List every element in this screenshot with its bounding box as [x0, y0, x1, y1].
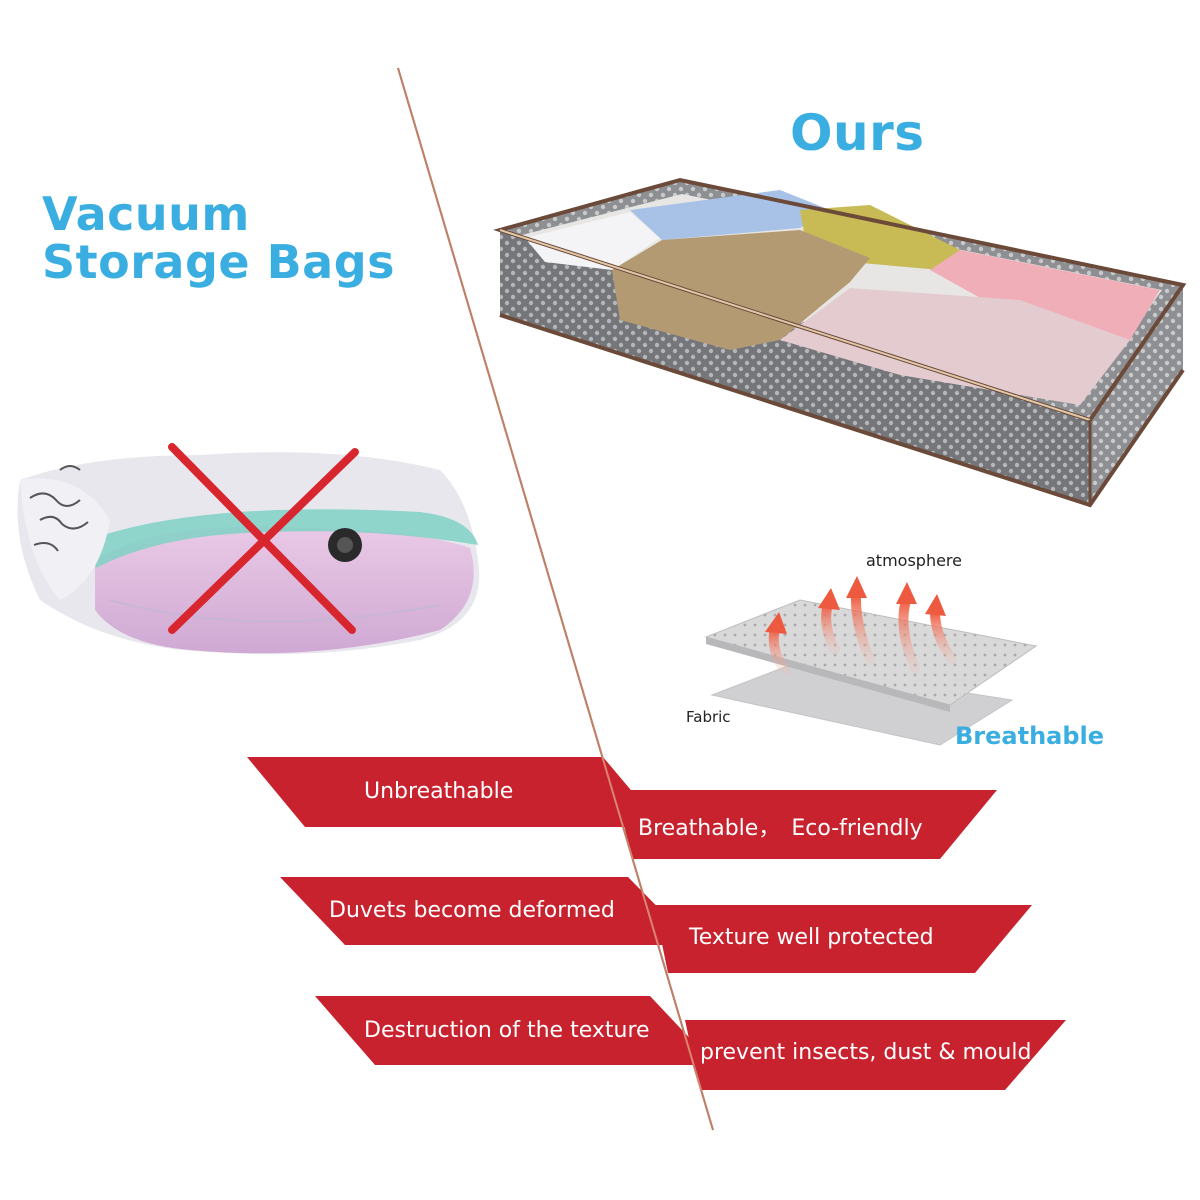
clothes-tan: [612, 230, 870, 350]
banner-left-1-text: Unbreathable: [364, 779, 514, 804]
banner-right-1-text: Breathable， Eco-friendly: [638, 816, 923, 841]
clothes-pink: [930, 250, 1160, 340]
vacuum-bag-image: [17, 443, 480, 655]
feature-banners: [247, 757, 1066, 1090]
vacuum-bags-title: Vacuum Storage Bags: [42, 190, 395, 286]
banner-right-1: [616, 790, 997, 859]
banner-right-3: [685, 1020, 1066, 1090]
banner-left-2: [280, 877, 695, 945]
storage-box-image: [493, 177, 1187, 508]
fabric-label: Fabric: [686, 708, 731, 726]
vacuum-title-line2: Storage Bags: [42, 235, 395, 289]
clothes-light-pink: [780, 288, 1130, 405]
banner-left-3-text: Destruction of the texture: [364, 1018, 650, 1043]
banner-right-3-text: prevent insects, dust & mould: [700, 1040, 1032, 1065]
banner-right-2: [654, 905, 1032, 973]
vacuum-title-line1: Vacuum: [42, 187, 250, 241]
breathable-diagram: [704, 576, 1038, 746]
clothes-white: [525, 212, 660, 270]
atmosphere-label: atmosphere: [866, 551, 962, 570]
banner-left-1: [247, 757, 662, 827]
banner-left-2-text: Duvets become deformed: [329, 898, 615, 923]
banner-left-3: [315, 996, 715, 1065]
ours-title: Ours: [790, 104, 925, 162]
breathable-caption: Breathable: [955, 722, 1105, 750]
banner-right-2-text: Texture well protected: [689, 925, 934, 950]
airflow-arrows-icon: [765, 576, 957, 675]
